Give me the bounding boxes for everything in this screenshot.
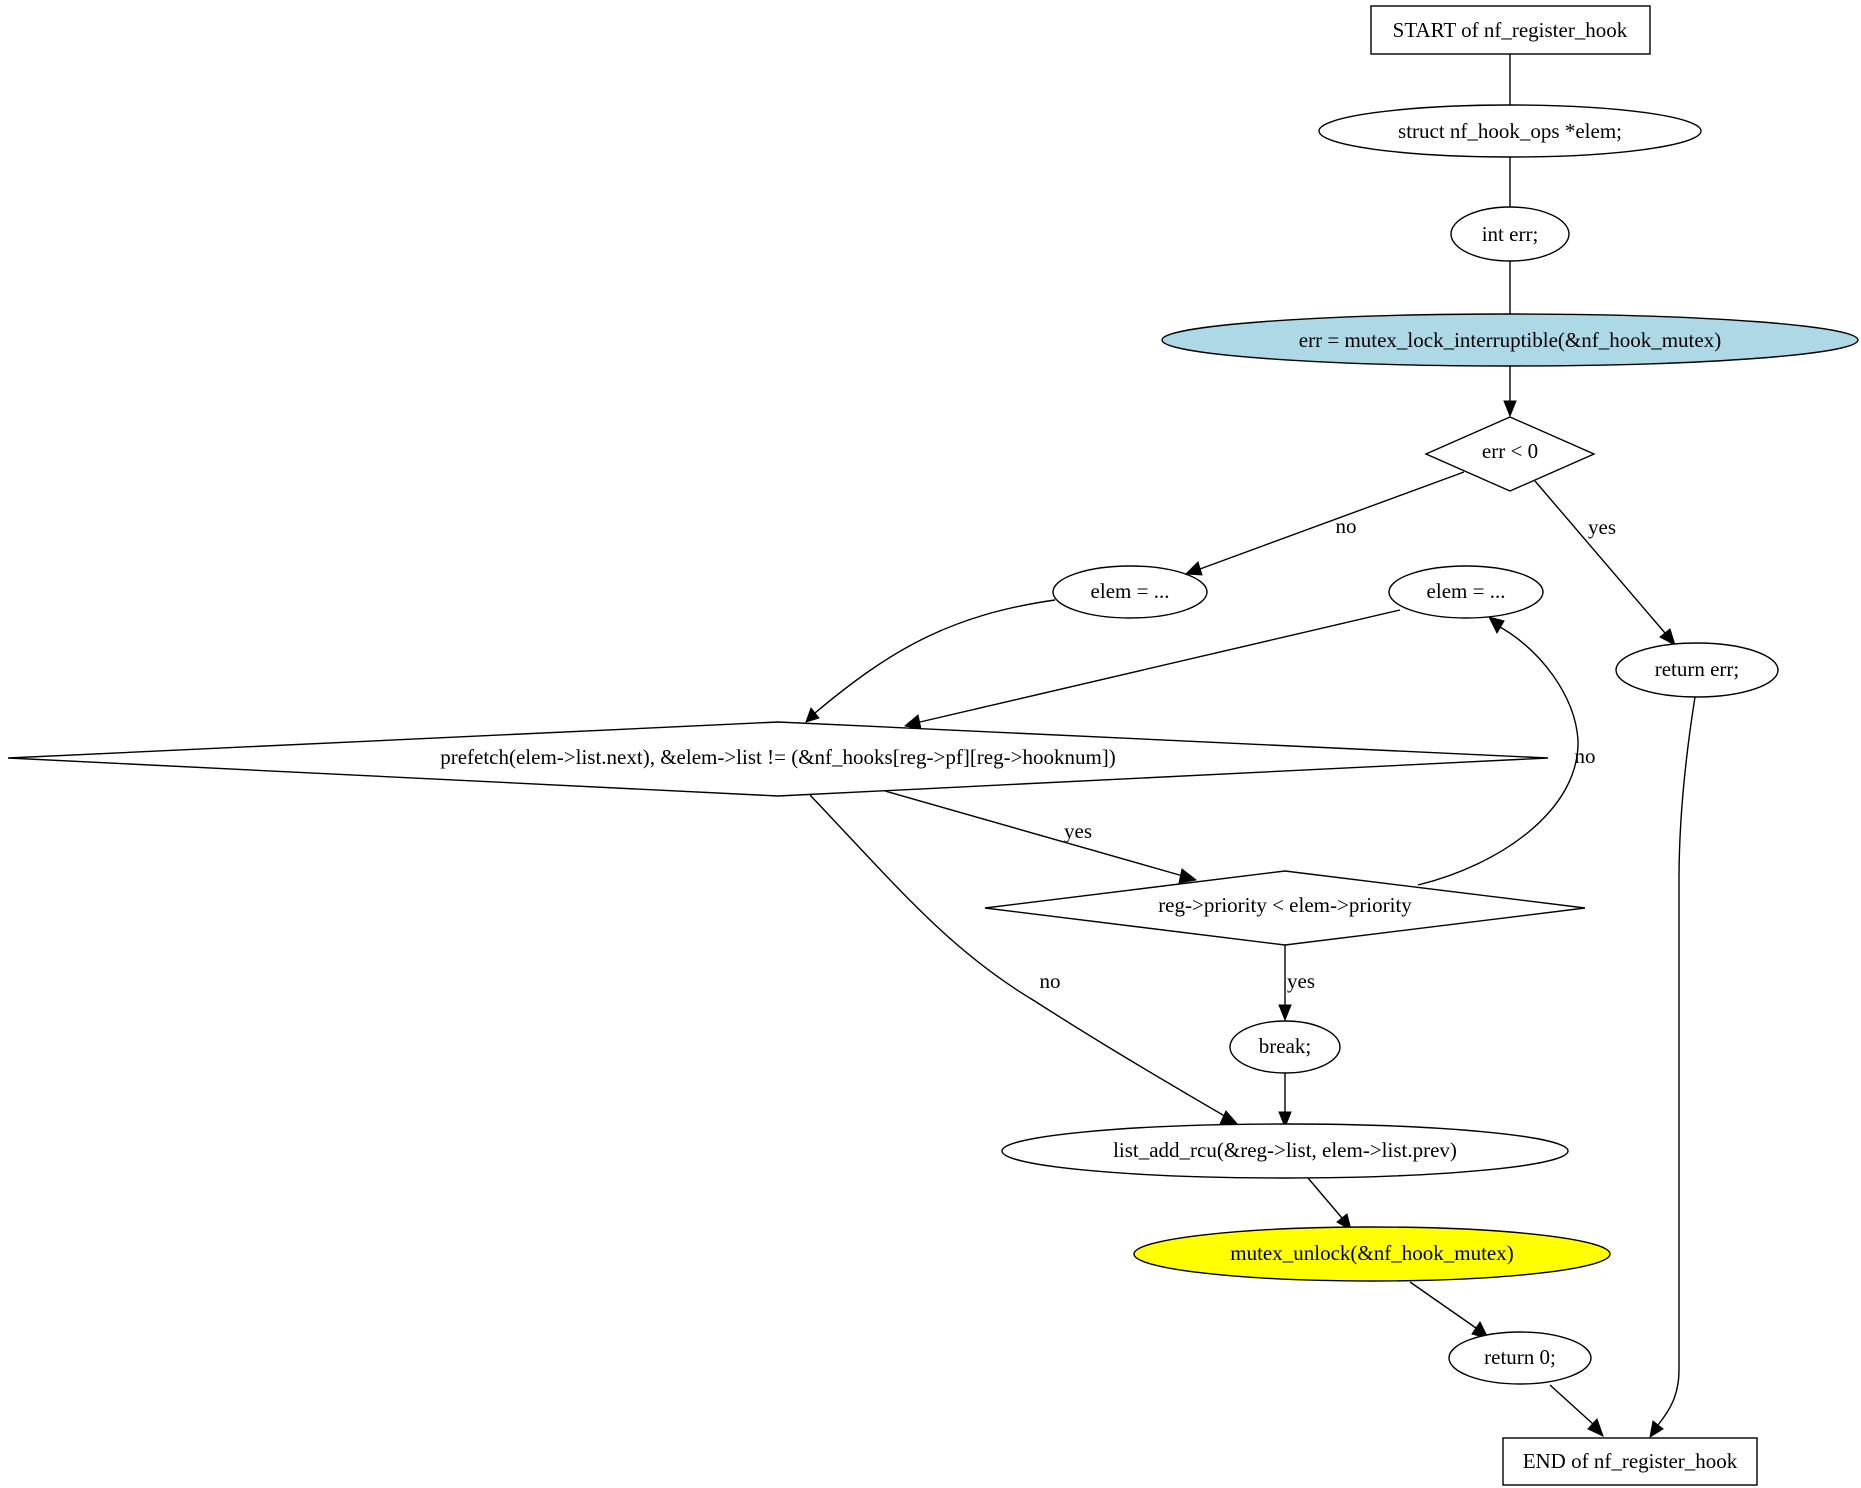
node-elem-next-label: elem = ... (1427, 579, 1506, 603)
node-decl-elem: struct nf_hook_ops *elem; (1318, 104, 1702, 158)
arrowhead (903, 714, 922, 730)
node-decl-err: int err; (1450, 206, 1570, 262)
edge-list-add-to-unlock (1307, 1177, 1343, 1219)
node-unlock-label: mutex_unlock(&nf_hook_mutex) (1230, 1241, 1513, 1265)
node-lock-label: err = mutex_lock_interruptible(&nf_hook_… (1299, 328, 1721, 352)
node-end: END of nf_register_hook (1502, 1437, 1758, 1486)
arrowhead (1178, 868, 1198, 884)
edge-label-loop-no: no (1040, 969, 1061, 993)
node-end-label: END of nf_register_hook (1523, 1449, 1738, 1473)
edge-label-priority-yes: yes (1287, 969, 1315, 993)
node-elem-init-label: elem = ... (1091, 579, 1170, 603)
node-lock: err = mutex_lock_interruptible(&nf_hook_… (1161, 313, 1859, 367)
node-loop-cond-label: prefetch(elem->list.next), &elem->list !… (440, 745, 1116, 769)
nodes: START of nf_register_hook struct nf_hook… (7, 5, 1859, 1486)
node-elem-next: elem = ... (1388, 565, 1544, 619)
edge-elem-next-to-loop-cond (919, 609, 1401, 723)
edge-label-err-no: no (1336, 514, 1357, 538)
node-break-label: break; (1259, 1034, 1311, 1058)
arrowhead (1587, 1418, 1604, 1437)
node-return-zero: return 0; (1448, 1331, 1592, 1385)
edge-label-priority-no: no (1575, 744, 1596, 768)
edge-unlock-to-return-zero (1409, 1281, 1477, 1329)
node-elem-init: elem = ... (1052, 565, 1208, 619)
arrowhead (1278, 1004, 1292, 1022)
node-decl-err-label: int err; (1482, 222, 1539, 246)
edge-loop-cond-to-list-add (809, 794, 1229, 1119)
edge-cond-err-to-elem-init (1199, 471, 1465, 570)
node-start: START of nf_register_hook (1370, 5, 1651, 55)
arrowhead (1649, 1420, 1664, 1439)
node-return-err: return err; (1615, 642, 1779, 698)
node-list-add-label: list_add_rcu(&reg->list, elem->list.prev… (1113, 1138, 1457, 1162)
arrowhead (805, 706, 820, 723)
node-return-err-label: return err; (1655, 657, 1740, 681)
node-loop-cond: prefetch(elem->list.next), &elem->list !… (7, 721, 1549, 797)
node-break: break; (1229, 1020, 1341, 1074)
edge-priority-cond-to-elem-next (1417, 626, 1579, 886)
edges (805, 54, 1696, 1439)
node-decl-elem-label: struct nf_hook_ops *elem; (1398, 119, 1622, 143)
node-cond-err: err < 0 (1424, 416, 1596, 492)
edge-elem-init-to-loop-cond (814, 599, 1056, 714)
arrowhead (1278, 1111, 1292, 1129)
arrowhead (1488, 616, 1505, 635)
node-list-add: list_add_rcu(&reg->list, elem->list.prev… (1001, 1123, 1569, 1179)
edge-return-err-to-end (1657, 696, 1696, 1426)
edge-return-zero-to-end (1549, 1384, 1594, 1425)
edge-label-loop-yes: yes (1064, 819, 1092, 843)
node-priority-cond-label: reg->priority < elem->priority (1158, 893, 1412, 917)
edge-labels: no yes yes no no yes (1040, 514, 1617, 993)
node-unlock: mutex_unlock(&nf_hook_mutex) (1133, 1226, 1611, 1282)
edge-cond-err-to-return-err (1534, 480, 1666, 634)
arrowhead (1503, 400, 1517, 418)
arrowhead (1659, 628, 1676, 647)
edge-loop-cond-to-priority-cond (884, 790, 1184, 877)
edge-label-err-yes: yes (1588, 515, 1616, 539)
arrowhead (1336, 1213, 1352, 1232)
arrowhead (1184, 561, 1203, 576)
node-start-label: START of nf_register_hook (1393, 18, 1628, 42)
node-cond-err-label: err < 0 (1482, 439, 1538, 463)
node-return-zero-label: return 0; (1484, 1345, 1556, 1369)
node-priority-cond: reg->priority < elem->priority (984, 870, 1586, 946)
